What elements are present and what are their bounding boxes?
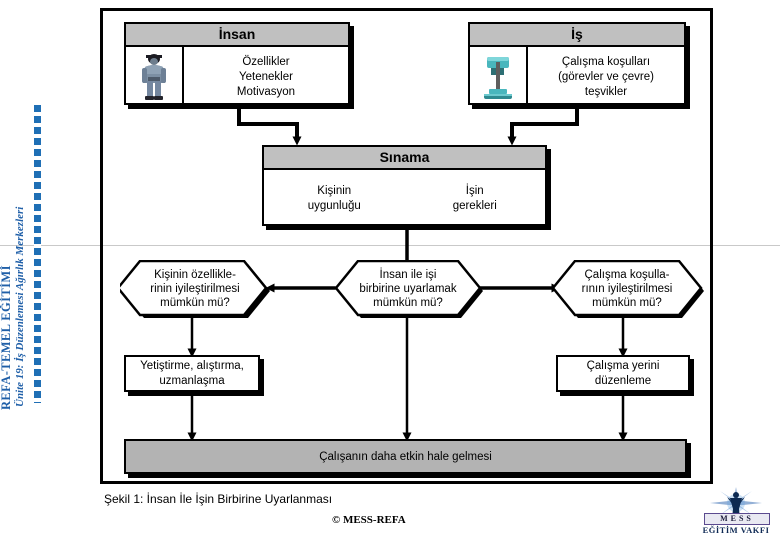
test-box-header: Sınama	[264, 147, 545, 170]
test-right-line-2: gerekleri	[452, 200, 497, 212]
human-box-text: Özellikler Yetenekler Motivasyon	[184, 47, 348, 107]
diagram-frame	[100, 8, 713, 484]
decision-adapt-person-work: İnsan ile işi birbirine uyarlamak mümkün…	[336, 260, 483, 318]
test-box-right: İşin gerekleri	[405, 170, 546, 228]
figure-caption: Şekil 1: İnsan İle İşin Birbirine Uyarla…	[104, 492, 333, 506]
drill-press-icon	[470, 47, 528, 107]
human-line-2: Yetenekler	[239, 70, 293, 83]
page-rule	[0, 245, 780, 246]
decision-improve-conditions: Çalışma koşulla- rının iyileştirilmesi m…	[552, 260, 704, 318]
logo-line-1: MESS	[704, 513, 770, 525]
sidebar-subtitle: Ünite 19: İş Düzenlemesi Ağırlık Merkezl…	[14, 206, 26, 407]
human-line-3: Motivasyon	[236, 85, 296, 98]
test-left-line-1: Kişinin	[317, 185, 352, 197]
test-box-left: Kişinin uygunluğu	[264, 170, 405, 228]
work-line-1: Çalışma koşulları	[561, 55, 651, 68]
test-box: Sınama Kişinin uygunluğu İşin gerekleri	[262, 145, 547, 226]
decision-improve-person: Kişinin özellikle- rinin iyileştirilmesi…	[120, 260, 270, 318]
work-box-header: İş	[470, 24, 684, 47]
sidebar-title: REFA-TEMEL EĞİTİMİ	[0, 265, 13, 410]
result-bar: Çalışanın daha etkin hale gelmesi	[124, 439, 687, 474]
logo-line-2: EĞİTİM VAKFI	[702, 525, 770, 535]
human-line-1: Özellikler	[242, 55, 290, 68]
action-1-line-2: uzmanlaşma	[159, 374, 225, 387]
sidebar-dotted-rule	[34, 105, 41, 403]
action-workplace-box: Çalışma yerini düzenleme	[556, 355, 690, 392]
test-left-line-2: uygunluğu	[307, 200, 361, 212]
test-right-line-1: İşin	[465, 185, 484, 197]
action-2-line-1: Çalışma yerini	[586, 359, 660, 372]
copyright-label: © MESS-REFA	[332, 514, 406, 526]
work-line-2: (görevler ve çevre)	[558, 70, 654, 83]
worker-figure-icon	[126, 47, 184, 107]
result-bar-label: Çalışanın daha etkin hale gelmesi	[319, 450, 492, 463]
action-training-box: Yetiştirme, alıştırma, uzmanlaşma	[124, 355, 260, 392]
work-box-text: Çalışma koşulları (görevler ve çevre) te…	[528, 47, 684, 107]
work-box: İş Çalışma koşulları (görevler ve çevre)…	[468, 22, 686, 107]
work-line-3: teşvikler	[584, 85, 628, 98]
mess-egitim-vakfi-logo: MESS EĞİTİM VAKFI	[694, 487, 778, 537]
action-2-line-2: düzenleme	[594, 374, 652, 387]
action-1-line-1: Yetiştirme, alıştırma,	[140, 359, 244, 372]
sidebar: REFA-TEMEL EĞİTİMİ Ünite 19: İş Düzenlem…	[0, 0, 48, 410]
human-box-header: İnsan	[126, 24, 348, 47]
human-box: İnsan Özellikler	[124, 22, 350, 107]
